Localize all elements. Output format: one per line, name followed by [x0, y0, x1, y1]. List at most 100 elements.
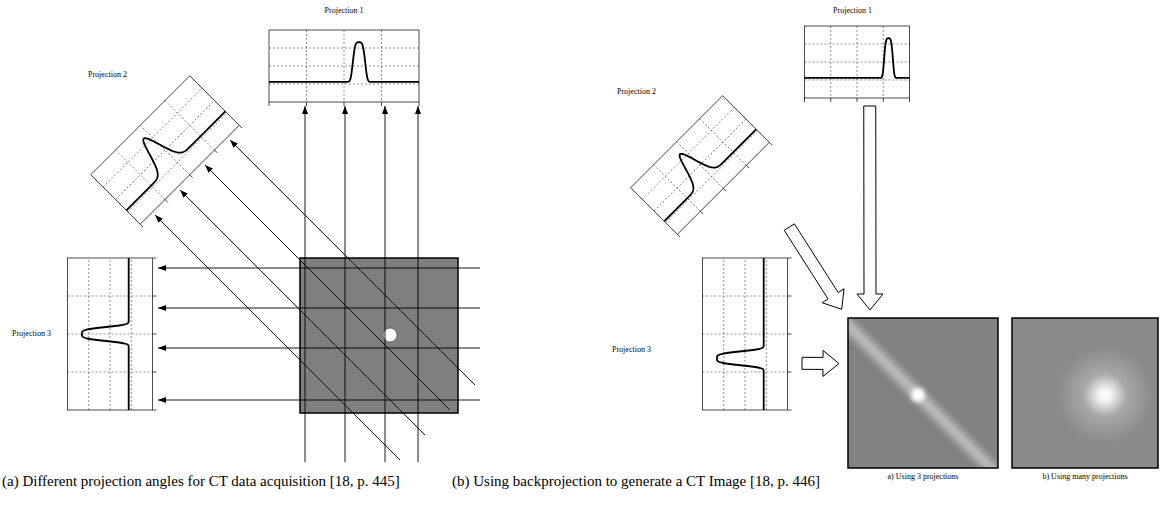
projection-title: Projection 2 — [88, 70, 127, 80]
plot-frame — [269, 30, 419, 102]
axis-tick — [419, 102, 420, 106]
projection-plot — [805, 26, 910, 102]
axis-tick — [269, 102, 270, 106]
axis-tick — [769, 142, 772, 145]
axis-tick — [788, 372, 792, 373]
figure-caption: (a) Different projection angles for CT d… — [2, 472, 470, 490]
figure-caption: (b) Using backprojection to generate a C… — [452, 472, 861, 490]
projection-panel: Projection 2 — [615, 85, 785, 250]
x-ray-arrow — [418, 106, 419, 462]
x-ray-arrow — [230, 140, 475, 385]
axis-tick — [306, 102, 307, 106]
plot-frame — [91, 76, 239, 224]
projection-title: Projection 1 — [325, 6, 364, 16]
grid-line — [269, 66, 419, 67]
grid-line — [269, 84, 419, 85]
axis-tick — [153, 296, 157, 297]
axis-tick — [804, 98, 805, 102]
image-panel: a) Using 3 projections — [846, 316, 1000, 486]
grid-line — [110, 258, 111, 410]
projection-profile — [805, 38, 910, 78]
projection-panel: Projection 1 — [795, 4, 910, 100]
projection-plot — [703, 258, 792, 410]
projection-panel: Projection 2 — [86, 68, 246, 230]
grid-line — [128, 113, 227, 212]
axis-tick — [140, 224, 143, 227]
plot-frame — [805, 26, 910, 98]
backprojection-3 — [838, 315, 1001, 478]
grid-line — [642, 107, 734, 199]
x-ray-arrow — [345, 106, 346, 462]
x-ray-arrow — [385, 106, 386, 462]
projection-profile — [82, 258, 129, 410]
bright-spot — [911, 388, 925, 402]
axis-tick — [677, 234, 680, 237]
axis-tick — [165, 199, 168, 202]
x-ray-arrow — [158, 268, 480, 269]
projection-title: Projection 2 — [617, 87, 656, 97]
image-caption: a) Using 3 projections — [888, 472, 959, 482]
axis-tick — [883, 98, 884, 102]
axis-tick — [746, 165, 749, 168]
projection-title: Projection 1 — [833, 6, 872, 16]
axis-tick — [909, 98, 910, 102]
block-arrow — [784, 224, 844, 309]
block-arrow — [857, 106, 883, 310]
projection-plot — [631, 96, 772, 237]
axis-tick — [239, 125, 242, 128]
axis-tick — [788, 334, 792, 335]
axis-tick — [153, 372, 157, 373]
axis-tick — [153, 258, 157, 259]
projection-plots — [68, 26, 910, 410]
grid-line — [666, 131, 758, 223]
grid-line — [131, 258, 132, 410]
axis-tick — [153, 334, 157, 335]
grid-line — [269, 48, 419, 49]
x-ray-arrow — [158, 308, 480, 309]
axis-tick — [153, 410, 157, 411]
grid-line — [766, 258, 767, 410]
smear-band — [848, 318, 998, 468]
axis-tick — [700, 211, 703, 214]
backprojection-many — [1012, 318, 1158, 468]
plot-frame — [631, 96, 770, 235]
x-ray-arrow — [158, 400, 480, 401]
projection-plot — [91, 76, 242, 227]
x-ray-arrow — [305, 106, 306, 462]
projection-panel: Projection 3 — [608, 256, 795, 412]
x-ray-arrow — [180, 190, 425, 435]
axis-tick — [788, 258, 792, 259]
image-panel: b) Using many projections — [1010, 316, 1160, 486]
projection-profile — [269, 42, 419, 82]
grid-line — [103, 88, 202, 187]
axis-tick — [214, 150, 217, 153]
axis-tick — [857, 98, 858, 102]
grid-line — [805, 80, 910, 81]
scanned-object — [300, 258, 458, 413]
block-arrow — [802, 350, 839, 376]
x-ray-arrow — [155, 215, 400, 460]
image-caption: b) Using many projections — [1042, 472, 1127, 482]
smear-bands — [848, 318, 998, 468]
x-rays — [155, 106, 480, 462]
grid-line — [116, 101, 215, 200]
projection-title: Projection 3 — [12, 329, 51, 339]
grid-line — [745, 258, 746, 410]
axis-tick — [788, 410, 792, 411]
grid-line — [805, 44, 910, 45]
projection-profile — [639, 104, 757, 222]
axis-tick — [381, 102, 382, 106]
smear-band — [848, 389, 998, 401]
plot-frame — [703, 258, 788, 410]
projection-panel: Projection 1 — [262, 4, 426, 104]
projection-profile — [717, 258, 764, 410]
projection-title: Projection 3 — [612, 345, 651, 355]
plot-frame — [68, 258, 153, 410]
smear-band — [912, 318, 924, 468]
projection-profile — [99, 84, 225, 210]
grid-line — [723, 258, 724, 410]
